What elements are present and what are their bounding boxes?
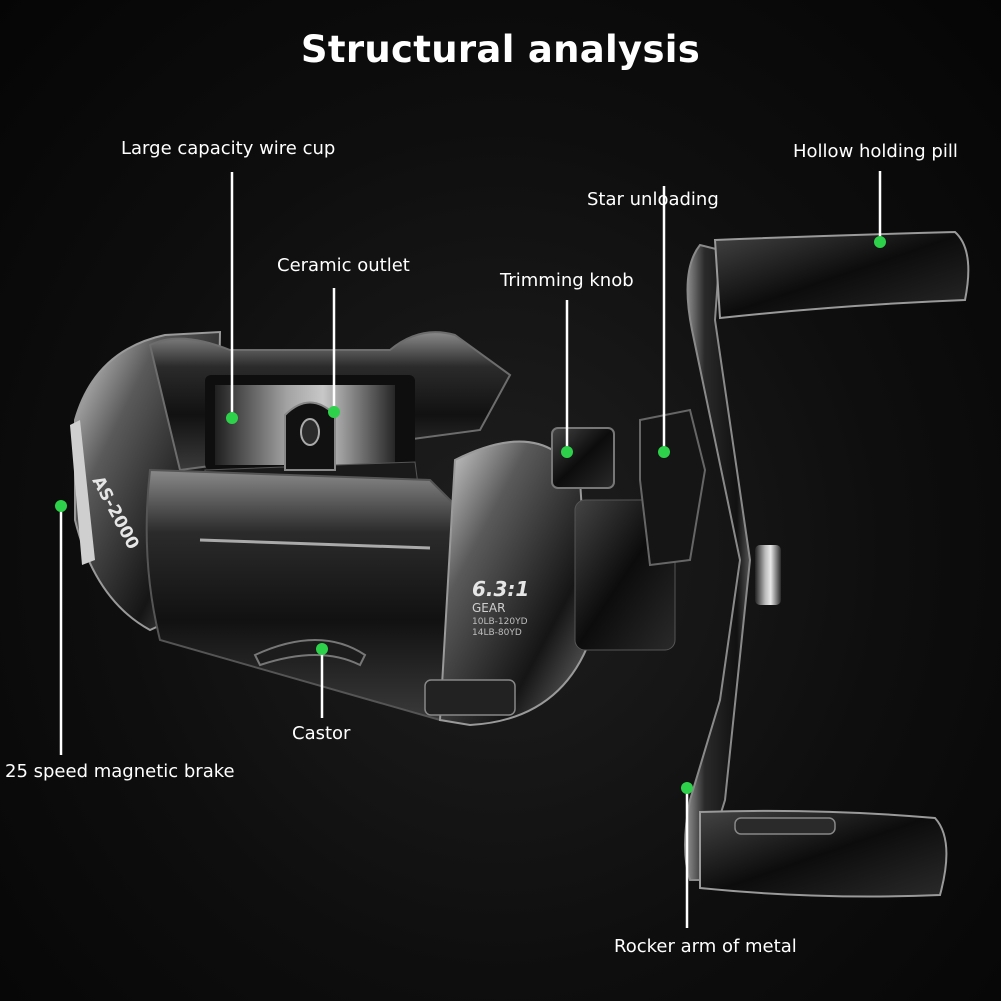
- marker-dots: [55, 236, 886, 794]
- label-castor: Castor: [292, 723, 351, 744]
- label-large-capacity-wire-cup: Large capacity wire cup: [121, 138, 336, 159]
- marker-dot-magnetic-brake: [55, 500, 67, 512]
- marker-dot-wire-cup: [226, 412, 238, 424]
- label-magnetic-brake: 25 speed magnetic brake: [5, 761, 235, 782]
- label-ceramic-outlet: Ceramic outlet: [277, 255, 410, 276]
- reel-gear-ratio-text: 6.3:1: [472, 577, 529, 601]
- page-title: Structural analysis: [300, 28, 701, 71]
- reel-gear-text: GEAR: [472, 601, 505, 615]
- leader-lines: [59, 171, 882, 928]
- marker-dot-hollow-pill: [874, 236, 886, 248]
- marker-dot-trimming-knob: [561, 446, 573, 458]
- reel-body: [70, 330, 781, 727]
- reel-spec-line-1: 10LB-120YD: [472, 617, 528, 627]
- label-hollow-holding-pill: Hollow holding pill: [793, 141, 958, 162]
- marker-dot-ceramic-outlet: [328, 406, 340, 418]
- marker-dot-star-unloading: [658, 446, 670, 458]
- reel-spec-line-2: 14LB-80YD: [472, 628, 522, 638]
- label-trimming-knob: Trimming knob: [500, 270, 634, 291]
- marker-dot-castor: [316, 643, 328, 655]
- handle-arm: [684, 230, 970, 898]
- label-rocker-arm: Rocker arm of metal: [614, 936, 797, 957]
- label-star-unloading: Star unloading: [587, 189, 719, 210]
- marker-dot-rocker-arm: [681, 782, 693, 794]
